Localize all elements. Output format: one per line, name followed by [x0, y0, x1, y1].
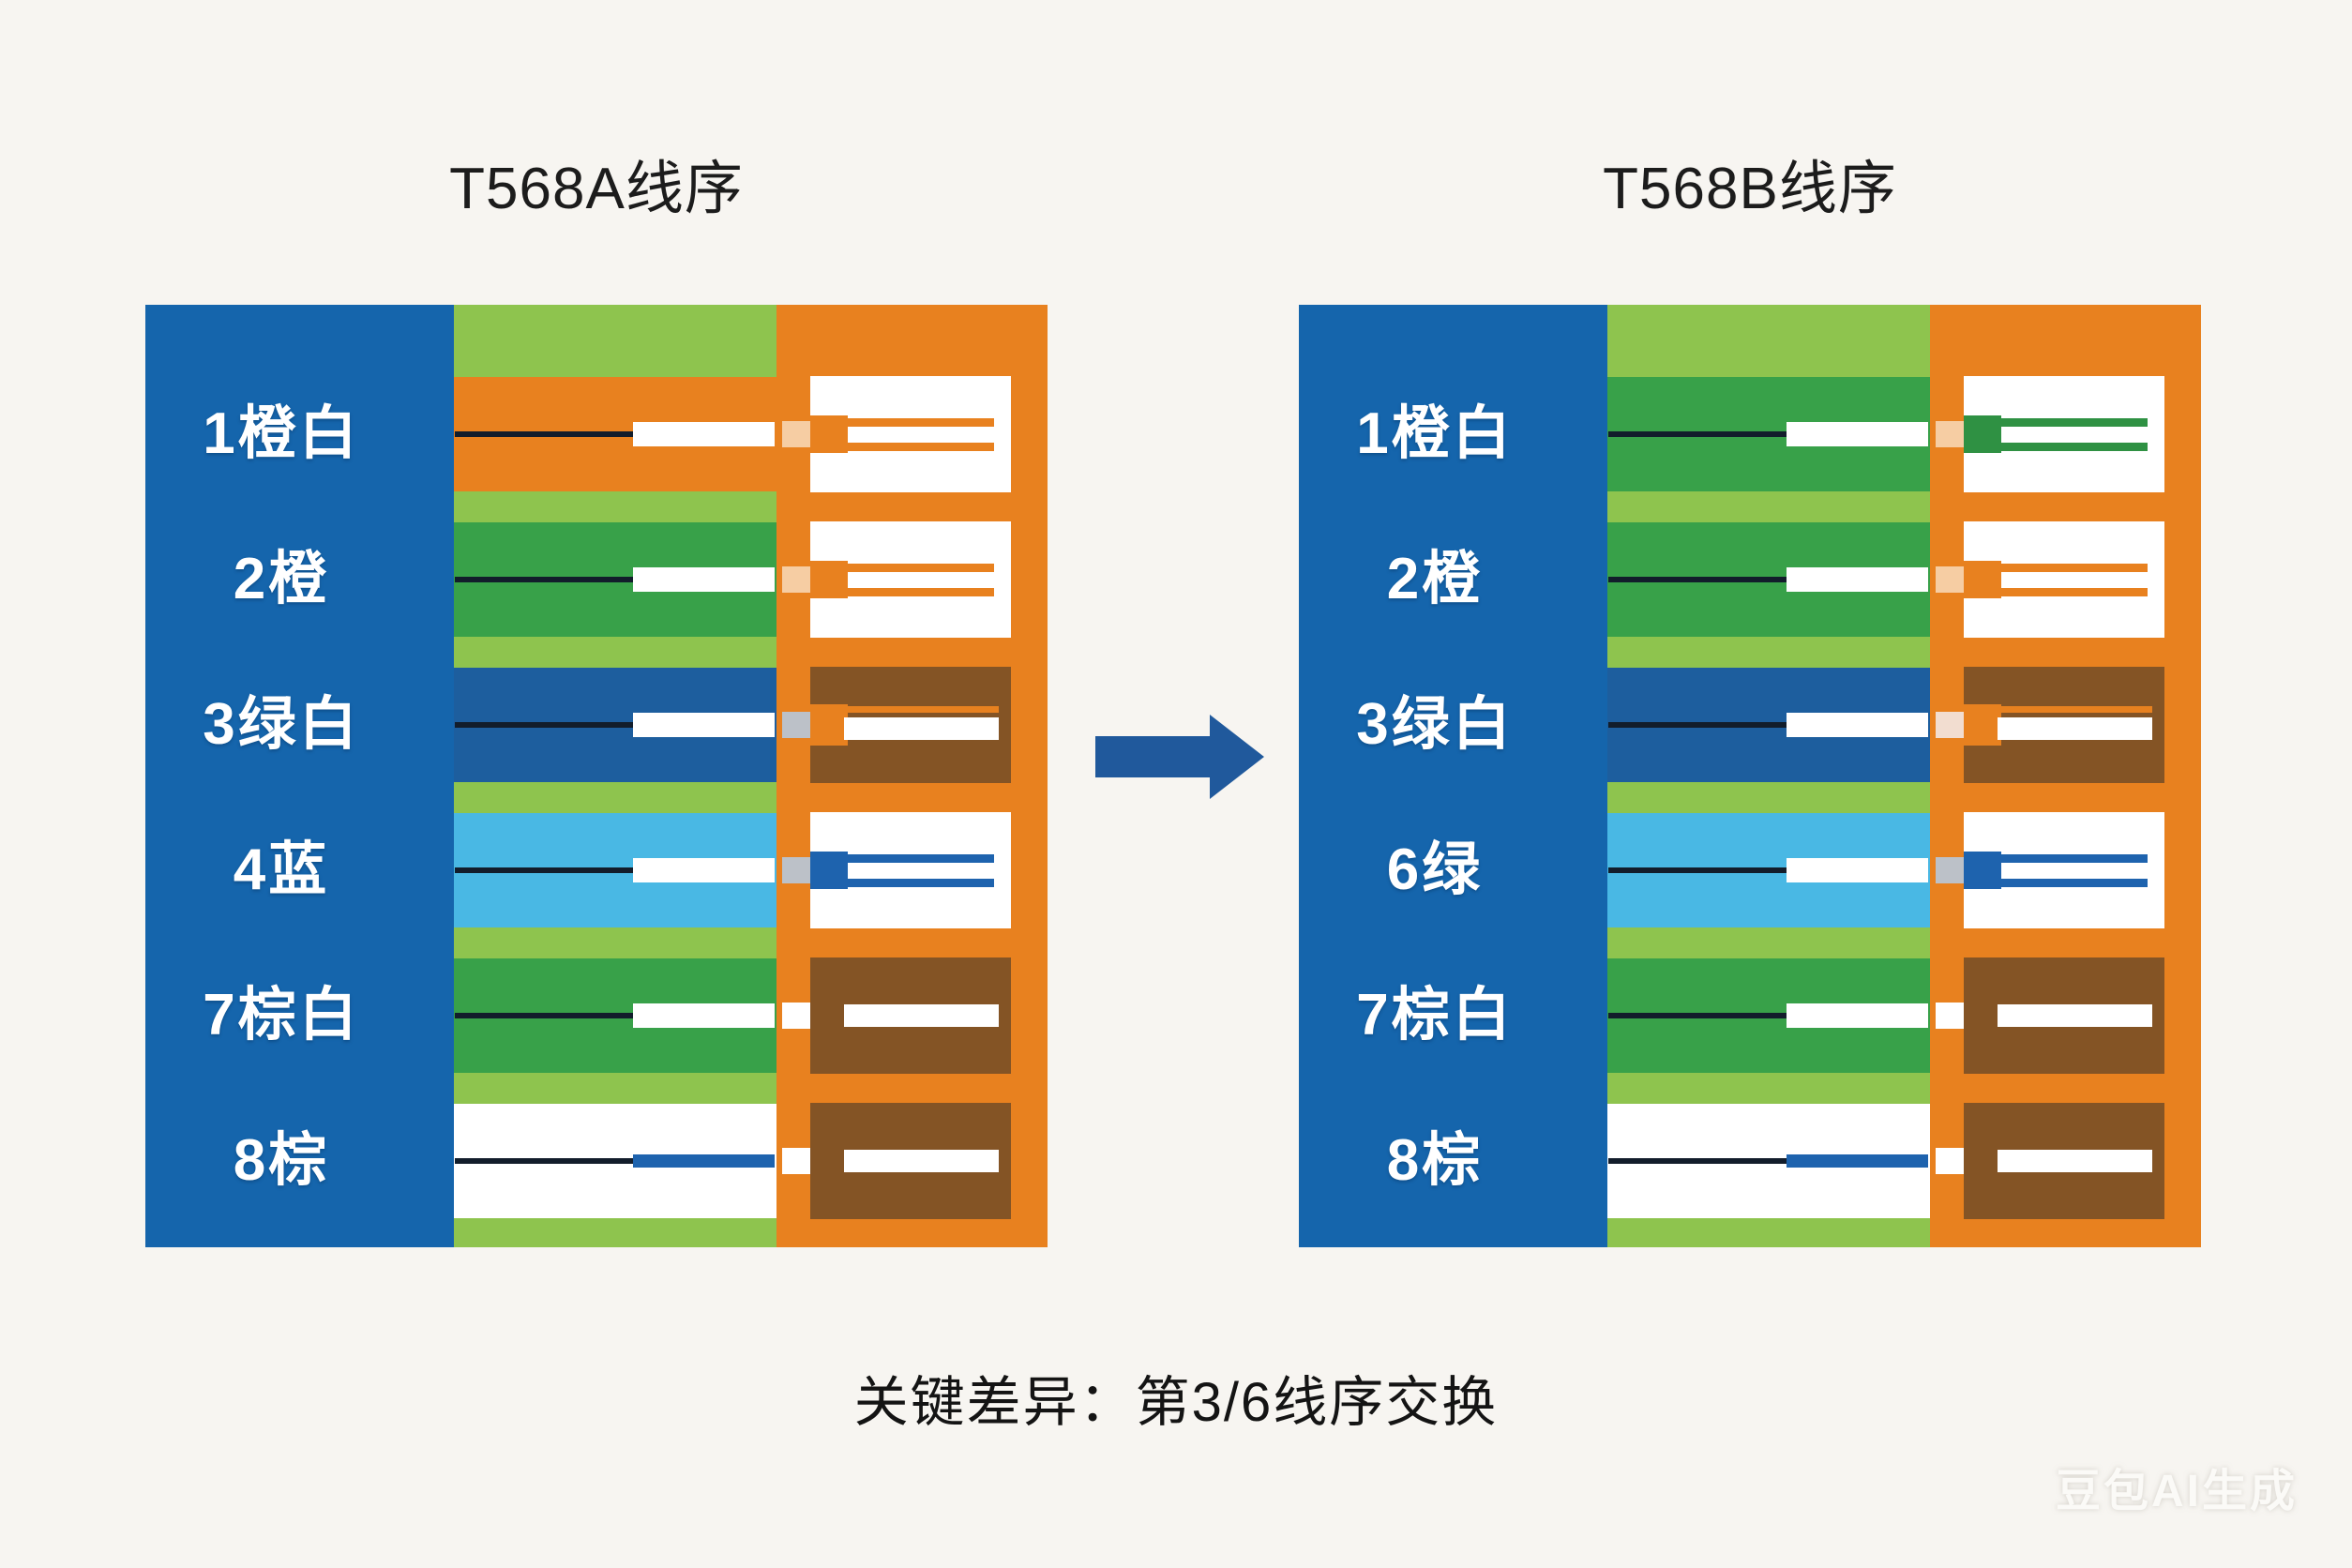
wire-sleeve [1787, 422, 1928, 446]
pin-number-column [145, 305, 454, 1247]
arrow-shaft [1095, 736, 1212, 777]
junction-square-gray [1936, 857, 1964, 883]
junction-square-white [782, 1148, 810, 1174]
wire-sleeve [633, 422, 775, 446]
pin-label: 8棕 [1386, 1128, 1484, 1193]
pin-label: 2橙 [1386, 547, 1484, 611]
wire-sleeve [1787, 1003, 1928, 1028]
pin-label: 4蓝 [233, 837, 330, 902]
junction-square-gray [782, 857, 810, 883]
wire-lead-line [455, 577, 636, 582]
arrow-head [1210, 715, 1264, 799]
box-stripe-orange [848, 443, 994, 451]
plug-square-blue [810, 852, 848, 889]
pin-label: 7棕白 [1356, 983, 1514, 1048]
box-stripe-blue [848, 854, 994, 863]
box-stripe-orange [848, 418, 994, 427]
plug-square-orange [810, 561, 848, 598]
wire-lead-line [1608, 867, 1789, 873]
box-stripe-orange [848, 588, 994, 596]
box-stripe-orange [816, 706, 999, 713]
wire-lead-line [1608, 722, 1789, 728]
junction-square-beige [782, 421, 810, 447]
wire-lead-line [455, 867, 636, 873]
arrow-right-icon [1095, 715, 1264, 799]
wire-lead-line [1608, 1013, 1789, 1018]
wire-sleeve [633, 567, 775, 592]
left-panel-title: T568A线序 [449, 157, 744, 221]
plug-square-green [1964, 415, 2001, 453]
box-stripe-orange [2001, 588, 2148, 596]
junction-square-pink [1936, 712, 1964, 738]
pin-label: 7棕白 [203, 983, 360, 1048]
box-bar-white [1998, 717, 2152, 740]
panel-t568b: 1橙白 2橙 3绿白 6绿 7棕白 8棕 [1299, 305, 2201, 1247]
plug-square-blue [1964, 852, 2001, 889]
junction-square-gray [782, 712, 810, 738]
box-stripe-blue [848, 879, 994, 887]
wire-conductor-blue [1787, 1154, 1928, 1168]
wire-conductor-blue [633, 1154, 775, 1168]
junction-square-beige [1936, 421, 1964, 447]
wire-lead-line [1608, 431, 1789, 437]
pin-label: 8棕 [233, 1128, 330, 1193]
box-bar-white [844, 1150, 999, 1172]
key-difference-caption: 关键差异：第3/6线序交换 [853, 1372, 1499, 1433]
wire-sleeve [633, 713, 775, 737]
pin-number-column [1299, 305, 1607, 1247]
wire-sleeve [633, 1003, 775, 1028]
wire-lead-line [455, 722, 636, 728]
box-stripe-blue [2001, 854, 2148, 863]
box-bar-white [1998, 1004, 2152, 1027]
box-stripe-orange [848, 564, 994, 572]
box-bar-white [844, 717, 999, 740]
junction-square-white [1936, 1148, 1964, 1174]
wire-sleeve [1787, 713, 1928, 737]
wire-lead-line [455, 1013, 636, 1018]
box-stripe-blue [2001, 879, 2148, 887]
junction-square-beige [782, 566, 810, 593]
junction-square-white [1936, 1003, 1964, 1029]
pin-label: 2橙 [233, 547, 330, 611]
wire-lead-line [1608, 1158, 1789, 1164]
wire-lead-line [1608, 577, 1789, 582]
box-stripe-orange [2001, 564, 2148, 572]
junction-square-beige [1936, 566, 1964, 593]
box-bar-white [1998, 1150, 2152, 1172]
junction-square-white [782, 1003, 810, 1029]
panel-t568a: 1橙白 2橙 3绿白 4蓝 7棕白 8棕 [145, 305, 1048, 1247]
wire-sleeve [633, 858, 775, 882]
ai-watermark: 豆包AI生成 [2055, 1467, 2298, 1516]
box-stripe-green [2001, 443, 2148, 451]
pin-label: 3绿白 [203, 692, 360, 757]
wire-sleeve [1787, 858, 1928, 882]
pin-label: 1橙白 [203, 401, 360, 466]
box-stripe-orange [1969, 706, 2152, 713]
plug-square-orange [810, 415, 848, 453]
wire-lead-line [455, 1158, 636, 1164]
box-bar-white [844, 1004, 999, 1027]
box-stripe-green [2001, 418, 2148, 427]
wire-lead-line [455, 431, 636, 437]
pin-label: 3绿白 [1356, 692, 1514, 757]
pin-label: 6绿 [1386, 837, 1484, 902]
wire-sleeve [1787, 567, 1928, 592]
plug-square-orange [1964, 561, 2001, 598]
pin-label: 1橙白 [1356, 401, 1514, 466]
right-panel-title: T568B线序 [1603, 157, 1897, 221]
